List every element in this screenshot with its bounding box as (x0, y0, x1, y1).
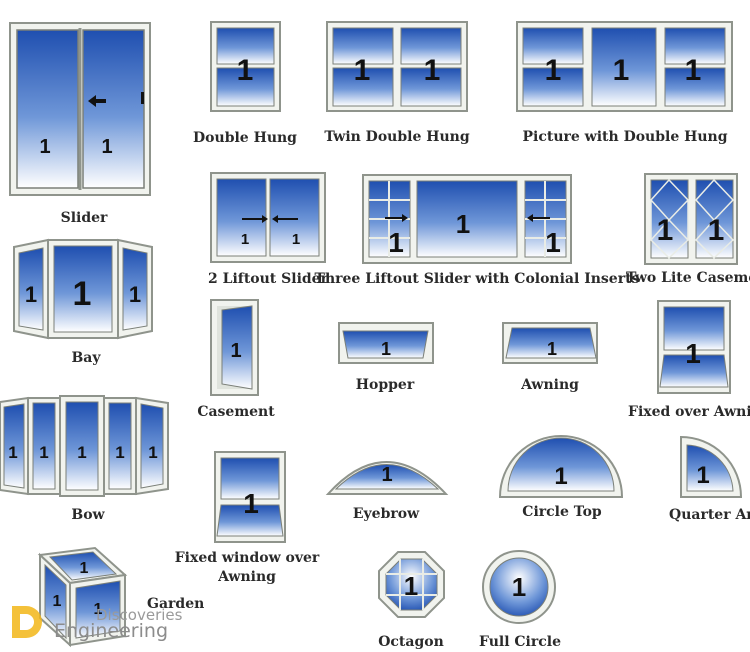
label-three-liftout-slider: Three Liftout Slider with Colonial Inser… (314, 271, 640, 287)
pane-number: 1 (237, 54, 254, 87)
liftout-slider-window: 1 1 (210, 172, 326, 263)
watermark-logo-icon (12, 606, 42, 638)
pane-number: 1 (545, 227, 561, 258)
label-quarter-arc: Quarter Arc (669, 507, 750, 523)
fixed-over-awning-window: 1 (657, 300, 731, 394)
pane-number: 1 (388, 227, 404, 258)
pane-number: 1 (292, 231, 300, 248)
fixed-window-over-awning: 1 (214, 451, 286, 543)
label-casement: Casement (197, 404, 275, 420)
slider-window: 1 1 (9, 22, 151, 196)
label-awning: Awning (521, 377, 579, 393)
three-liftout-slider-window: 1 1 1 (362, 174, 572, 264)
octagon-window: 1 (378, 551, 445, 618)
pane-number: 1 (39, 136, 50, 158)
label-hopper: Hopper (355, 377, 415, 393)
pane-number: 1 (80, 560, 89, 577)
bow-window: 1 1 1 1 1 (0, 395, 169, 497)
pane-number: 1 (25, 282, 37, 307)
hopper-window: 1 (338, 322, 434, 364)
pane-number: 1 (545, 54, 562, 87)
picture-with-double-hung-window: 1 1 1 (516, 21, 733, 112)
label-twin-double-hung: Twin Double Hung (324, 129, 470, 145)
pane-number: 1 (243, 488, 259, 519)
pane-number: 1 (8, 443, 17, 462)
quarter-arc-window: 1 (680, 435, 743, 498)
label-picture-with-double-hung: Picture with Double Hung (522, 129, 728, 145)
label-bay: Bay (71, 350, 101, 366)
pane-number: 1 (230, 340, 241, 362)
label-eyebrow: Eyebrow (352, 506, 420, 522)
label-fixed-window-line1: Fixed window over (174, 550, 320, 566)
twin-double-hung-window: 1 1 (326, 21, 468, 112)
eyebrow-window: 1 (325, 461, 449, 495)
pane-number: 1 (53, 593, 62, 610)
full-circle-window: 1 (482, 550, 556, 624)
label-full-circle: Full Circle (479, 634, 561, 650)
pane-number: 1 (696, 462, 709, 489)
pane-number: 1 (685, 54, 702, 87)
pane-number: 1 (101, 136, 112, 158)
pane-number: 1 (381, 464, 392, 486)
label-fixed-window-line2: Awning (218, 569, 276, 585)
two-lite-casement-window: 1 1 (644, 173, 738, 265)
label-double-hung: Double Hung (193, 130, 297, 146)
label-garden: Garden (147, 596, 205, 612)
pane-number: 1 (554, 463, 567, 490)
pane-number: 1 (39, 443, 48, 462)
pane-number: 1 (424, 54, 441, 87)
label-bow: Bow (71, 507, 105, 523)
casement-window: 1 (210, 299, 259, 396)
pane-number: 1 (73, 275, 92, 313)
awning-window: 1 (502, 322, 598, 364)
pane-number: 1 (129, 282, 141, 307)
label-circle-top: Circle Top (522, 504, 602, 520)
watermark-line2: Engineering (54, 620, 168, 642)
pane-number: 1 (94, 601, 103, 618)
pane-number: 1 (381, 339, 391, 359)
pane-number: 1 (547, 339, 557, 359)
label-liftout-slider: 2 Liftout Slider (208, 271, 328, 287)
pane-number: 1 (148, 443, 157, 462)
label-octagon: Octagon (378, 634, 444, 650)
pane-number: 1 (708, 214, 725, 247)
pane-number: 1 (456, 209, 470, 239)
garden-window: 1 1 1 (37, 546, 128, 648)
pane-number: 1 (115, 443, 124, 462)
bay-window: 1 1 1 (13, 238, 153, 340)
pane-number: 1 (685, 338, 701, 369)
pane-number: 1 (613, 54, 630, 87)
watermark-line1: Discoveries (96, 606, 183, 624)
pane-number: 1 (241, 231, 249, 248)
double-hung-window: 1 (210, 21, 281, 112)
pane-number: 1 (512, 572, 526, 602)
circle-top-window: 1 (498, 435, 624, 498)
watermark: Discoveries Engineering (8, 600, 208, 646)
pane-number: 1 (354, 54, 371, 87)
pane-number: 1 (657, 214, 674, 247)
pane-number: 1 (404, 571, 418, 601)
pane-number: 1 (77, 443, 86, 462)
label-two-lite-casement: Two Lite Casemen (626, 270, 750, 286)
label-fixed-over-awning: Fixed over Awning (628, 404, 750, 420)
label-slider: Slider (60, 210, 108, 226)
